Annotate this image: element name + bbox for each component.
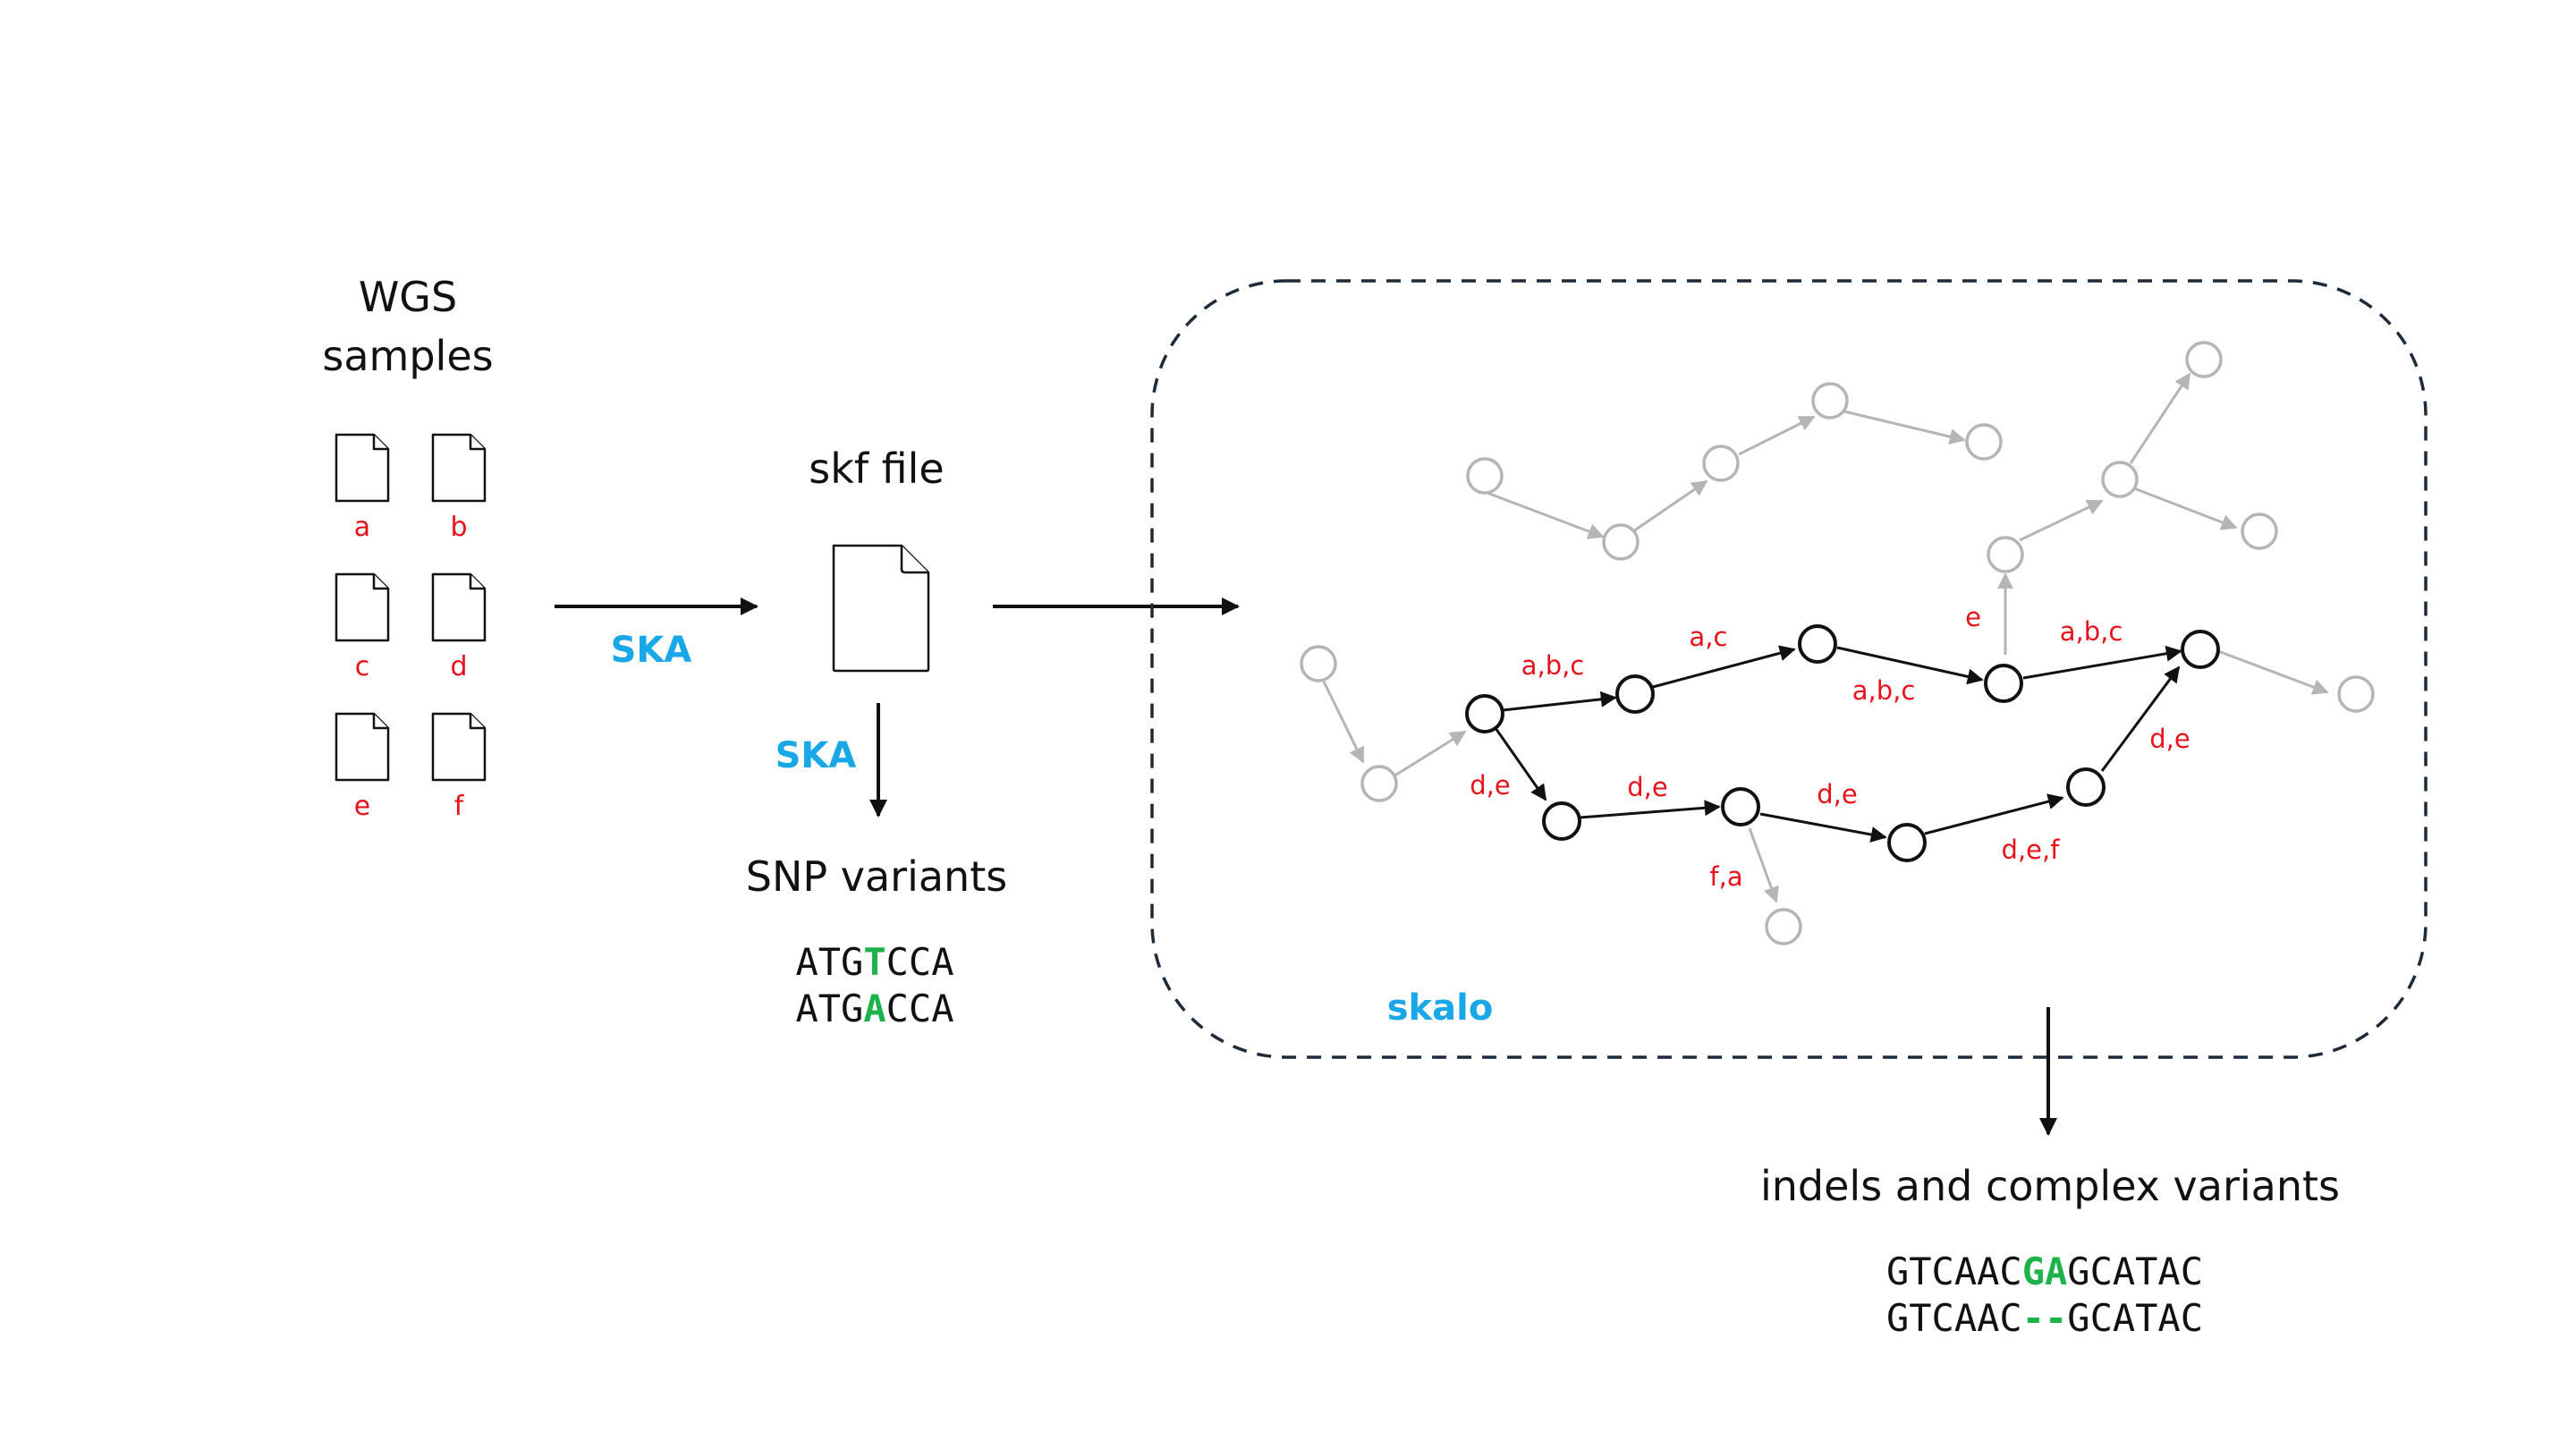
graph-node-grey: [1811, 382, 1849, 419]
graph-node-grey: [1602, 523, 1640, 561]
sample-file-icon-e: [335, 712, 390, 782]
graph-node-grey: [2185, 341, 2223, 378]
sample-label-d: d: [450, 651, 467, 682]
graph-node-grey: [1765, 908, 1802, 945]
graph-node-grey: [1702, 445, 1740, 482]
sample-file-icon-d: [431, 572, 487, 642]
edge-label: a,b,c: [1521, 650, 1585, 681]
skf-file-icon: [832, 544, 930, 673]
edge-label: d,e: [1470, 770, 1510, 801]
graph-node-dark: [2066, 767, 2106, 807]
graph-node-dark: [1721, 787, 1760, 826]
edge-label: a,c: [1690, 622, 1728, 652]
graph-node-grey: [2101, 461, 2139, 498]
wgs-samples-group: WGS samples a b c d e: [322, 273, 493, 822]
graph-node-grey: [1965, 423, 2003, 461]
sample-label-f: f: [454, 791, 465, 822]
sample-label-e: e: [354, 791, 370, 822]
grey-graph-left: [1322, 681, 1779, 903]
graph-node-grey: [2337, 675, 2375, 713]
graph-node-dark: [1984, 664, 2023, 703]
graph-node-dark: [2181, 630, 2220, 669]
edge-label: e: [1965, 602, 1981, 632]
graph-node-dark: [1465, 694, 1504, 733]
skalo-label: skalo: [1387, 987, 1494, 1029]
indels-title: indels and complex variants: [1760, 1162, 2340, 1210]
sample-file-icon-a: [335, 433, 390, 503]
grey-graph-right: [1997, 372, 2329, 695]
edge-label: d,e: [1817, 779, 1857, 809]
graph-node-grey: [1360, 765, 1398, 802]
graph-node-dark: [1542, 801, 1581, 841]
variant-graph-edges: [1494, 645, 2182, 843]
wgs-title-line1: WGS: [359, 273, 457, 321]
edge-label: a,b,c: [1852, 675, 1916, 706]
graph-node-dark: [1887, 823, 1927, 862]
edge-label: f,a: [1709, 861, 1742, 892]
graph-node-grey: [2241, 513, 2278, 550]
snp-sequence-1: ATGTCCA: [795, 940, 953, 984]
edge-label: d,e,f: [2002, 835, 2061, 865]
graph-node-grey: [1987, 536, 2024, 573]
grey-graph-top: [1484, 410, 1966, 539]
snp-variants-title: SNP variants: [746, 852, 1007, 901]
indel-sequence-1: GTCAACGAGCATAC: [1886, 1250, 2203, 1293]
edge-label: d,e: [1627, 772, 1667, 802]
sample-file-icon-f: [431, 712, 487, 782]
skf-file-title: skf file: [809, 445, 944, 493]
graph-node-dark: [1615, 674, 1655, 714]
sample-label-b: b: [450, 512, 467, 543]
sample-label-a: a: [354, 512, 370, 543]
graph-node-grey: [1466, 457, 1504, 495]
edge-label: d,e: [2149, 724, 2190, 754]
graph-node-dark: [1798, 624, 1837, 664]
sample-label-c: c: [355, 651, 370, 682]
snp-sequence-2: ATGACCA: [795, 987, 953, 1030]
indel-sequence-2: GTCAAC--GCATAC: [1886, 1296, 2203, 1340]
ska-label-build: SKA: [611, 630, 692, 671]
ska-label-call: SKA: [775, 735, 857, 776]
edge-label: a,b,c: [2060, 616, 2123, 647]
sample-file-icon-b: [431, 433, 487, 503]
sample-file-icon-c: [335, 572, 390, 642]
graph-node-grey: [1300, 645, 1337, 682]
skalo-frame: [1150, 279, 2428, 1059]
wgs-title-line2: samples: [322, 332, 493, 380]
